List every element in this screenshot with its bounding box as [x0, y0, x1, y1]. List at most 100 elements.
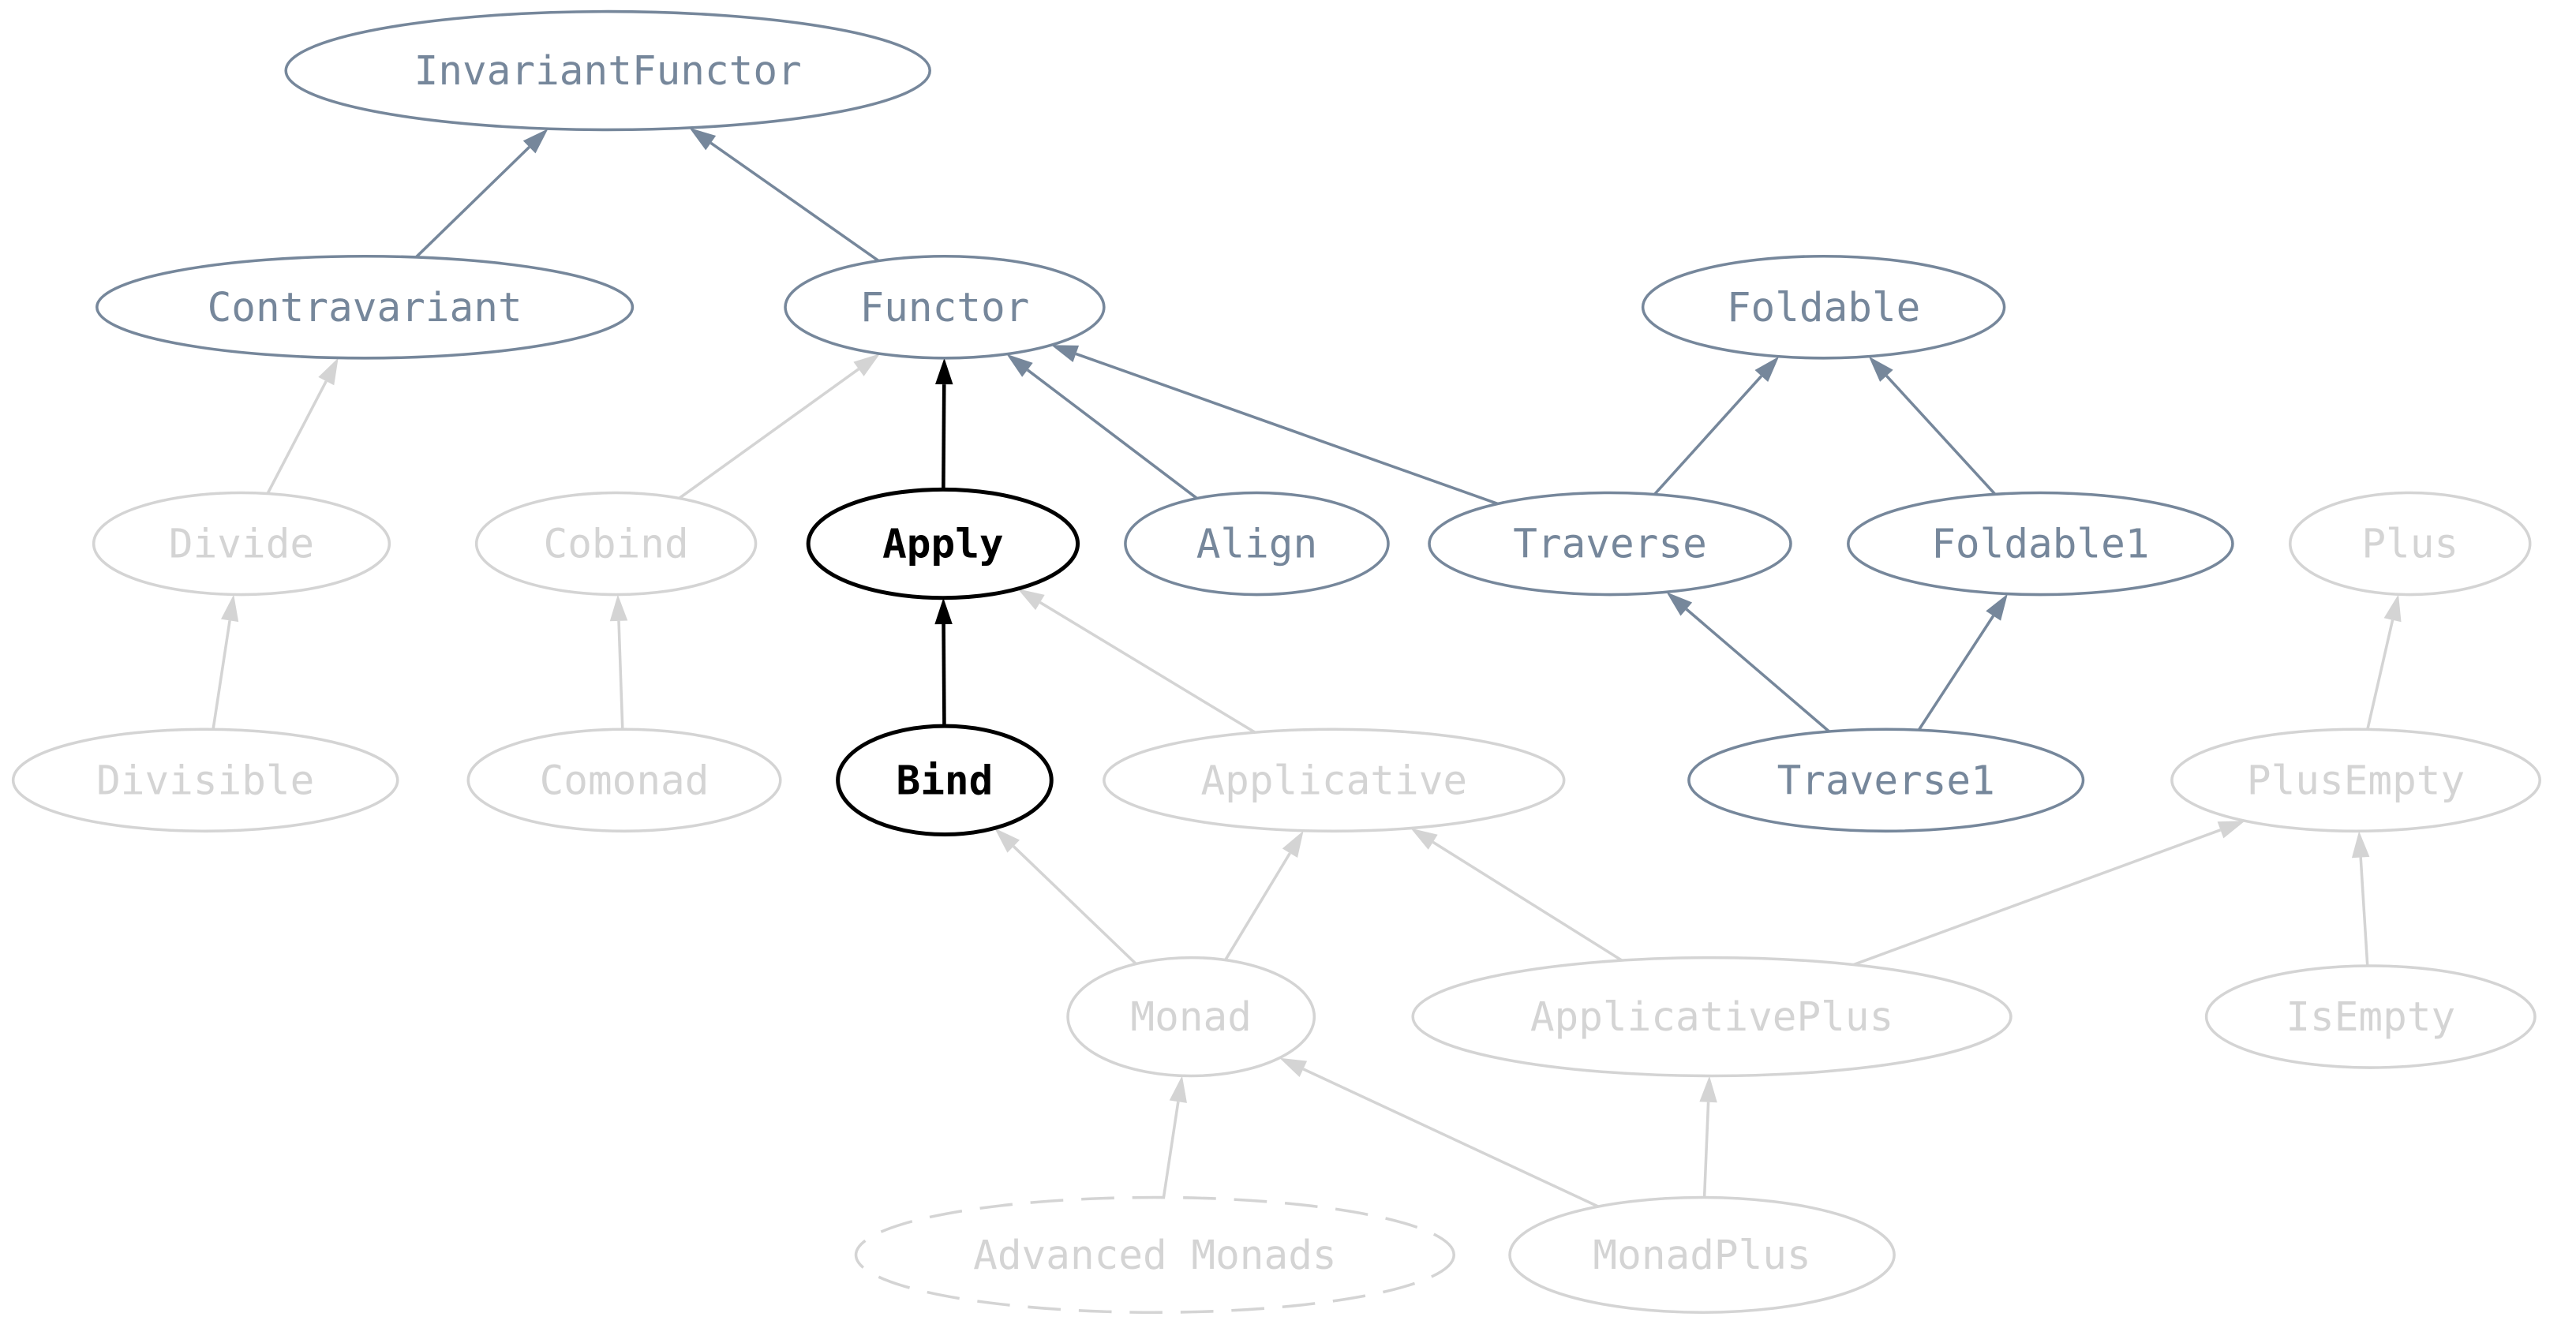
arrowhead-icon [609, 594, 628, 622]
edge-line [617, 620, 624, 730]
arrowhead-icon [853, 354, 881, 376]
node-ellipse [784, 254, 1106, 360]
node-label: IsEmpty [2286, 994, 2455, 1041]
arrowhead-icon [2351, 831, 2370, 859]
node-ellipse [11, 728, 399, 833]
arrowhead-icon [1169, 1075, 1187, 1103]
node-apply: Apply [806, 487, 1080, 600]
node-label: Contravariant [208, 285, 522, 331]
edge-isempty-plusempty [2351, 831, 2370, 967]
edge-line [1039, 600, 1256, 734]
node-label: Applicative [1200, 758, 1467, 804]
edge-line [212, 620, 231, 730]
edge-line [2359, 857, 2369, 967]
edge-functor-invariantfunctor [689, 128, 880, 262]
node-ellipse [1847, 491, 2234, 597]
arrowhead-icon [1754, 356, 1780, 383]
node-ellipse [284, 9, 931, 132]
node-traverse: Traverse [1428, 491, 1792, 597]
node-ellipse [92, 491, 391, 597]
edge-traverse1-traverse [1666, 592, 1830, 733]
edge-line [1685, 608, 1830, 733]
edge-line [1432, 840, 1623, 962]
edge-line [266, 380, 328, 495]
edge-contravariant-invariantfunctor [414, 129, 549, 259]
node-label: Foldable [1727, 285, 1921, 331]
node-ellipse [854, 1195, 1456, 1314]
node-ellipse [2204, 964, 2537, 1069]
node-label: Cobind [544, 522, 689, 568]
node-label: ApplicativePlus [1530, 994, 1893, 1041]
edge-divide-contravariant [266, 357, 339, 495]
edge-line [1885, 375, 1997, 496]
node-ellipse [1066, 956, 1316, 1078]
node-plusempty: PlusEmpty [2170, 728, 2541, 833]
edge-line [942, 624, 946, 727]
node-label: MonadPlus [1593, 1233, 1810, 1279]
edge-line [1224, 852, 1291, 961]
edge-line [1917, 615, 1995, 731]
node-cobind: Cobind [474, 491, 758, 597]
arrowhead-icon [934, 597, 953, 625]
edge-divisible-divide [212, 594, 239, 730]
edge-line [1075, 352, 1499, 506]
edge-line [678, 368, 860, 499]
edge-line [1853, 829, 2222, 967]
node-foldable1: Foldable1 [1847, 491, 2234, 597]
node-plus: Plus [2289, 491, 2532, 597]
arrowhead-icon [1017, 589, 1045, 611]
edge-traverse1-foldable1 [1917, 593, 2008, 731]
edge-apply-functor [935, 357, 953, 490]
arrowhead-icon [689, 128, 717, 151]
node-ellipse [1508, 1195, 1896, 1314]
node-label: Divide [169, 522, 314, 568]
arrowhead-icon [2383, 594, 2402, 623]
arrowhead-icon [1986, 593, 2008, 621]
edge-monadplus-monad [1279, 1057, 1599, 1208]
edge-line [1162, 1101, 1180, 1198]
node-comonad: Comonad [466, 728, 782, 833]
node-align: Align [1124, 491, 1390, 597]
edge-advancedmonads-monad [1162, 1075, 1187, 1198]
node-ellipse [2289, 491, 2532, 597]
node-monad: Monad [1066, 956, 1316, 1078]
node-ellipse [1124, 491, 1390, 597]
edge-line [1012, 845, 1137, 965]
node-label: Monad [1130, 994, 1251, 1041]
arrowhead-icon [1282, 830, 1304, 859]
node-label: Traverse [1513, 522, 1707, 568]
edge-line [1653, 375, 1763, 496]
node-ellipse [466, 728, 782, 833]
node-applicative: Applicative [1103, 728, 1566, 833]
edge-foldable1-foldable [1868, 356, 1997, 496]
edge-monad-applicative [1224, 830, 1304, 961]
edge-line [1702, 1102, 1710, 1198]
arrowhead-icon [221, 594, 239, 623]
arrowhead-icon [994, 828, 1020, 853]
arrowhead-icon [522, 129, 549, 154]
node-bind: Bind [836, 724, 1054, 836]
arrowhead-icon [935, 357, 953, 385]
edge-monadplus-applicativeplus [1699, 1075, 1717, 1198]
arrowhead-icon [1699, 1075, 1717, 1103]
node-label: Plus [2361, 522, 2458, 568]
edge-bind-apply [934, 597, 953, 727]
edge-layer [212, 128, 2402, 1208]
node-label: Advanced Monads [973, 1233, 1336, 1279]
edge-align-functor [1006, 354, 1198, 499]
node-invariantfunctor: InvariantFunctor [284, 9, 931, 132]
node-label: Functor [860, 285, 1030, 331]
arrowhead-icon [318, 357, 339, 386]
node-ellipse [1428, 491, 1792, 597]
node-ellipse [95, 254, 635, 360]
arrowhead-icon [2217, 821, 2245, 839]
node-label: PlusEmpty [2247, 758, 2465, 804]
edge-comonad-cobind [609, 594, 628, 730]
node-label: Comonad [540, 758, 710, 804]
node-label: Divisible [96, 758, 314, 804]
node-label: Bind [897, 758, 994, 804]
edge-line [1026, 368, 1198, 499]
edge-line [414, 146, 530, 259]
edge-applicativeplus-plusempty [1853, 821, 2245, 967]
arrowhead-icon [1868, 356, 1893, 382]
